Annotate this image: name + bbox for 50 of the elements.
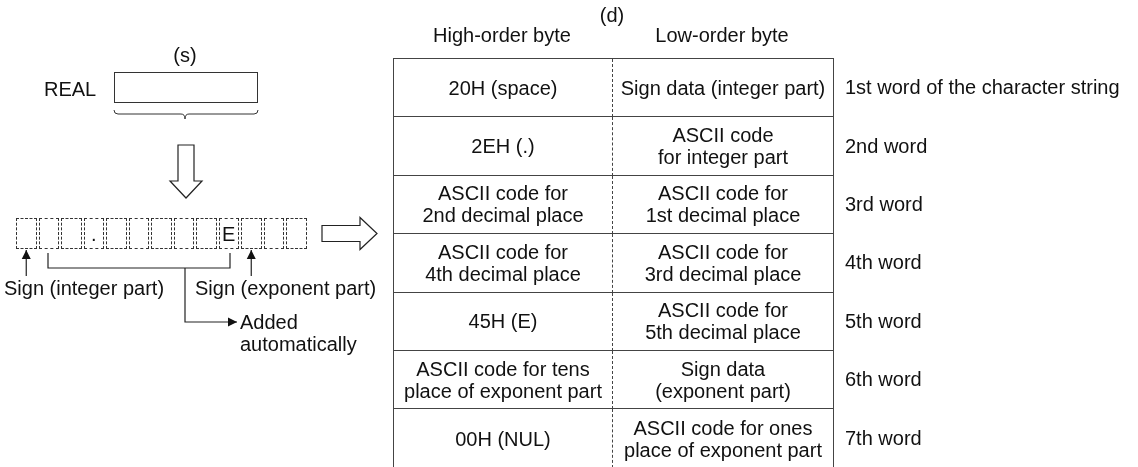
word-label: 5th word	[845, 309, 922, 332]
empty-character-cell	[61, 218, 82, 249]
word-label: 1st word of the character string	[845, 76, 1120, 99]
word-label: 7th word	[845, 426, 922, 449]
table-cell: 45H (E)	[394, 292, 613, 351]
annotation-label: Added automatically	[240, 311, 368, 355]
input-box	[114, 72, 258, 103]
empty-character-cell	[241, 218, 262, 249]
hollow-arrow	[321, 216, 378, 251]
operand-label: (d)	[599, 4, 625, 26]
table-cell: ASCII code for 4th decimal place	[394, 234, 613, 293]
table-cell: ASCII code for integer part	[613, 117, 833, 176]
column-header: High-order byte	[433, 24, 571, 46]
table-cell: ASCII code for 5th decimal place	[613, 292, 833, 351]
table-cell: ASCII code for 2nd decimal place	[394, 175, 613, 235]
empty-character-cell	[173, 218, 194, 249]
empty-character-cell	[151, 218, 172, 249]
table-cell: ASCII code for 1st decimal place	[613, 175, 833, 235]
leader-arrow	[21, 249, 31, 277]
type-label: REAL	[44, 78, 97, 100]
empty-character-cell	[263, 218, 284, 249]
table-cell: Sign data (exponent part)	[613, 351, 833, 410]
empty-character-cell	[38, 218, 59, 249]
column-header: Low-order byte	[655, 24, 789, 46]
empty-character-cell	[128, 218, 149, 249]
table-cell: 20H (space)	[394, 59, 613, 118]
table-cell: 00H (NUL)	[394, 409, 613, 467]
data-table	[393, 58, 834, 467]
table-cell-text: ASCII code for ones place of exponent part	[623, 415, 823, 463]
table-cell: ASCII code for tens place of exponent part	[394, 351, 613, 410]
operand-label: (s)	[173, 44, 197, 66]
empty-character-cell	[196, 218, 217, 249]
annotation-label: Sign (exponent part)	[195, 277, 377, 299]
empty-character-cell	[106, 218, 127, 249]
word-label: 6th word	[845, 368, 922, 391]
table-cell: ASCII code for 3rd decimal place	[613, 234, 833, 293]
table-cell: Sign data (integer part)	[613, 59, 833, 118]
bracket-arrow	[47, 252, 238, 327]
annotation-label: Sign (integer part)	[4, 277, 165, 299]
leader-arrow	[246, 249, 256, 277]
word-label: 4th word	[845, 251, 922, 274]
character-string	[15, 218, 308, 249]
word-label: 2nd word	[845, 134, 928, 157]
word-label: 3rd word	[845, 193, 923, 215]
empty-character-cell	[286, 218, 307, 249]
hollow-arrow	[168, 144, 204, 199]
empty-character-cell	[16, 218, 37, 249]
character-cell: E	[218, 218, 239, 249]
character-cell: .	[83, 218, 104, 249]
table-cell: 2EH (.)	[394, 117, 613, 176]
